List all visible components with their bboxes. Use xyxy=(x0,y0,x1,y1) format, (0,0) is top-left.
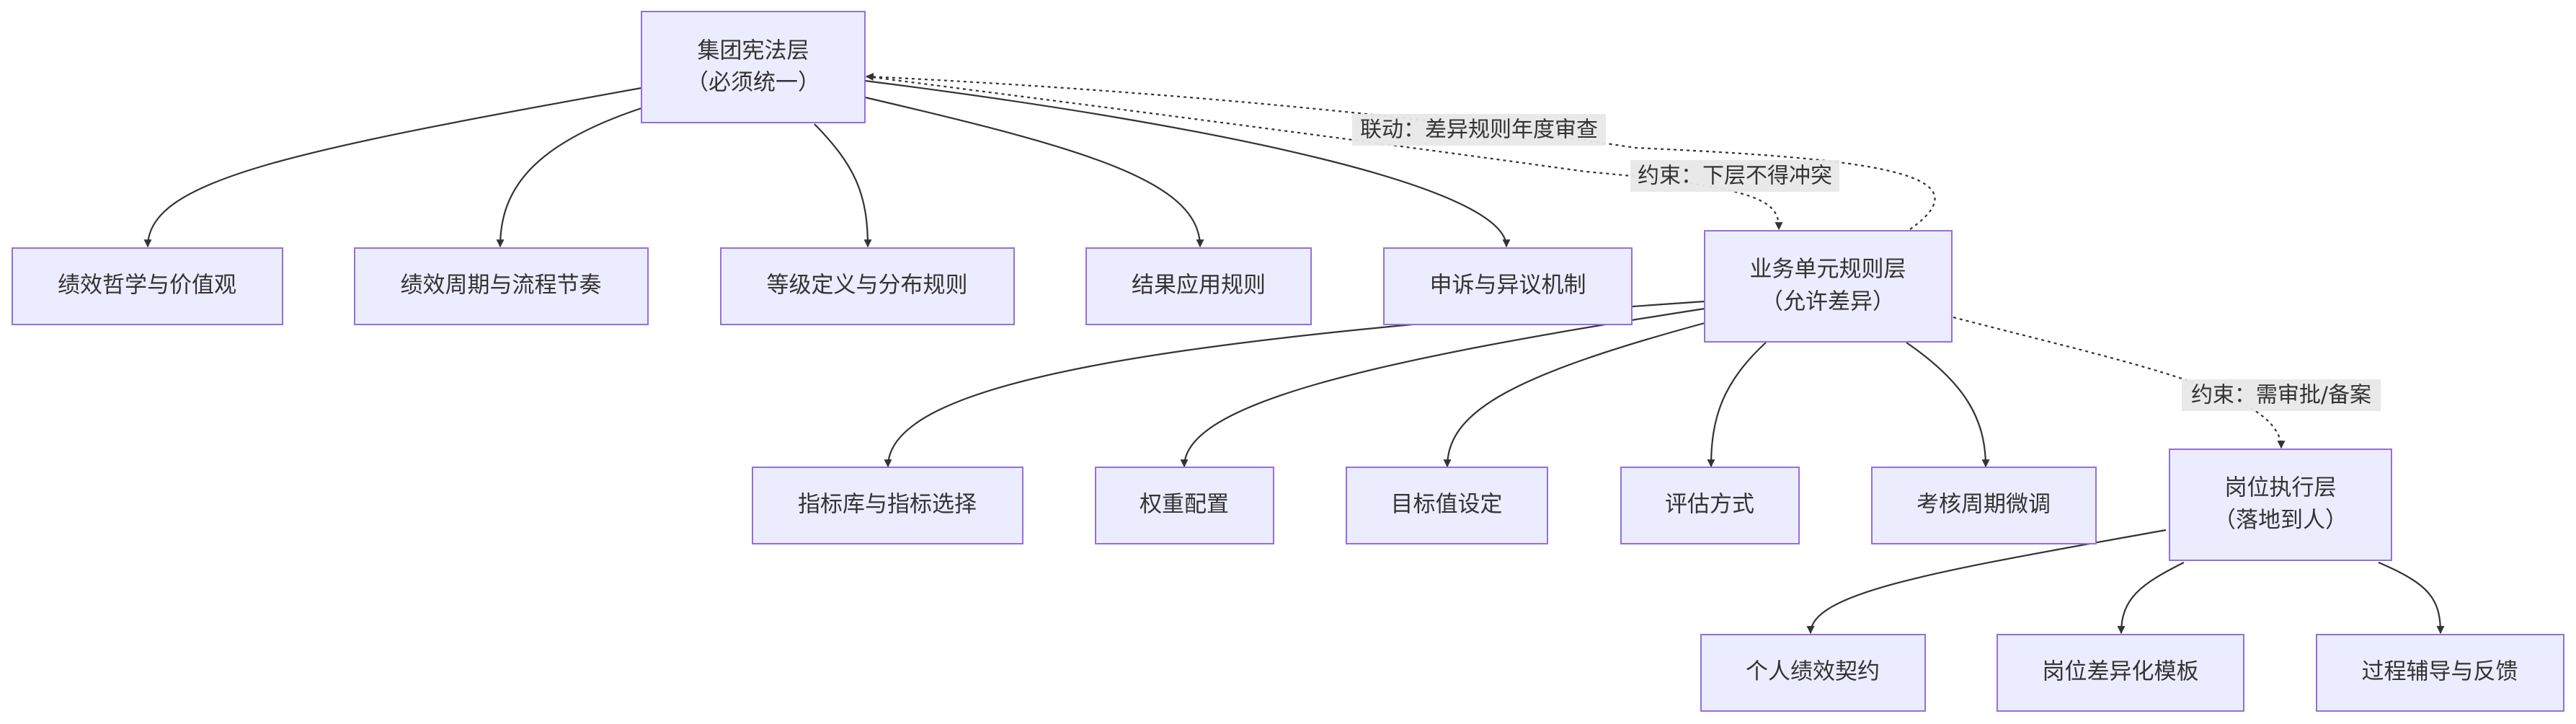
edge-post-coaching xyxy=(2378,561,2445,635)
edge-label-linkage-text: 联动：差异规则年度审查 xyxy=(1360,118,1598,143)
node-weight-config[interactable]: 权重配置 xyxy=(1095,467,1274,544)
edge-constitution-appeal xyxy=(864,79,1511,248)
node-subtitle: （必须统一） xyxy=(686,70,820,96)
edge-constitution-grade xyxy=(814,123,872,248)
node-target-setting[interactable]: 目标值设定 xyxy=(1346,467,1548,544)
node-label: 岗位差异化模板 xyxy=(2043,659,2199,685)
node-label: 过程辅导与反馈 xyxy=(2362,659,2518,685)
node-label: 申诉与异议机制 xyxy=(1430,273,1586,299)
node-group-constitution-layer[interactable]: 集团宪法层 （必须统一） xyxy=(641,11,866,123)
node-post-execution-layer[interactable]: 岗位执行层 （落地到人） xyxy=(2169,449,2392,561)
node-process-coaching[interactable]: 过程辅导与反馈 xyxy=(2316,634,2564,712)
node-appeal-mechanism[interactable]: 申诉与异议机制 xyxy=(1383,247,1633,325)
node-label: 评估方式 xyxy=(1665,492,1754,518)
node-business-unit-layer[interactable]: 业务单元规则层 （允许差异） xyxy=(1704,230,1953,343)
node-post-template[interactable]: 岗位差异化模板 xyxy=(1997,634,2244,712)
edge-bu-indicator xyxy=(884,300,1705,468)
node-label: 绩效哲学与价值观 xyxy=(58,273,236,299)
node-label: 个人绩效契约 xyxy=(1746,659,1880,685)
edge-label-constraint-post-text: 约束：需审批/备案 xyxy=(2191,383,2371,408)
edge-label-linkage: 联动：差异规则年度审查 xyxy=(1352,114,1606,146)
edge-constitution-result xyxy=(864,96,1204,248)
edge-post-contract xyxy=(1806,529,2167,635)
node-label: 权重配置 xyxy=(1140,492,1229,518)
edge-label-constraint-bu-text: 约束：下层不得冲突 xyxy=(1638,164,1832,189)
edge-constitution-cycle xyxy=(496,107,642,248)
node-label: 结果应用规则 xyxy=(1132,273,1266,299)
node-label: 考核周期微调 xyxy=(1917,492,2051,518)
node-label: 等级定义与分布规则 xyxy=(767,273,968,299)
node-performance-cycle[interactable]: 绩效周期与流程节奏 xyxy=(354,247,649,325)
edge-constitution-philosophy xyxy=(143,87,642,248)
node-label: 指标库与指标选择 xyxy=(798,492,977,518)
edge-bu-evalmode xyxy=(1707,342,1767,468)
node-indicator-library[interactable]: 指标库与指标选择 xyxy=(752,467,1023,544)
node-period-adjustment[interactable]: 考核周期微调 xyxy=(1871,467,2097,544)
node-evaluation-mode[interactable]: 评估方式 xyxy=(1620,467,1800,544)
node-personal-contract[interactable]: 个人绩效契约 xyxy=(1700,634,1926,712)
node-title: 岗位执行层 xyxy=(2225,475,2337,501)
edge-label-constraint-post: 约束：需审批/备案 xyxy=(2182,379,2381,411)
edge-bu-period xyxy=(1906,342,1990,468)
node-label: 目标值设定 xyxy=(1391,492,1503,518)
edge-bu-constitution-linkage xyxy=(865,72,1936,230)
node-title: 业务单元规则层 xyxy=(1750,257,1906,283)
node-subtitle: （落地到人） xyxy=(2213,508,2348,534)
node-label: 绩效周期与流程节奏 xyxy=(401,273,602,299)
edges xyxy=(143,72,2445,635)
edge-label-constraint-bu: 约束：下层不得冲突 xyxy=(1630,160,1839,192)
node-subtitle: （允许差异） xyxy=(1761,289,1895,315)
node-performance-philosophy[interactable]: 绩效哲学与价值观 xyxy=(12,247,283,325)
edge-bu-weight xyxy=(1180,307,1705,468)
node-title: 集团宪法层 xyxy=(698,38,809,64)
edge-bu-target xyxy=(1443,322,1705,468)
node-result-application[interactable]: 结果应用规则 xyxy=(1085,247,1312,325)
edge-post-template xyxy=(2117,562,2185,635)
node-grade-definition[interactable]: 等级定义与分布规则 xyxy=(720,247,1015,325)
